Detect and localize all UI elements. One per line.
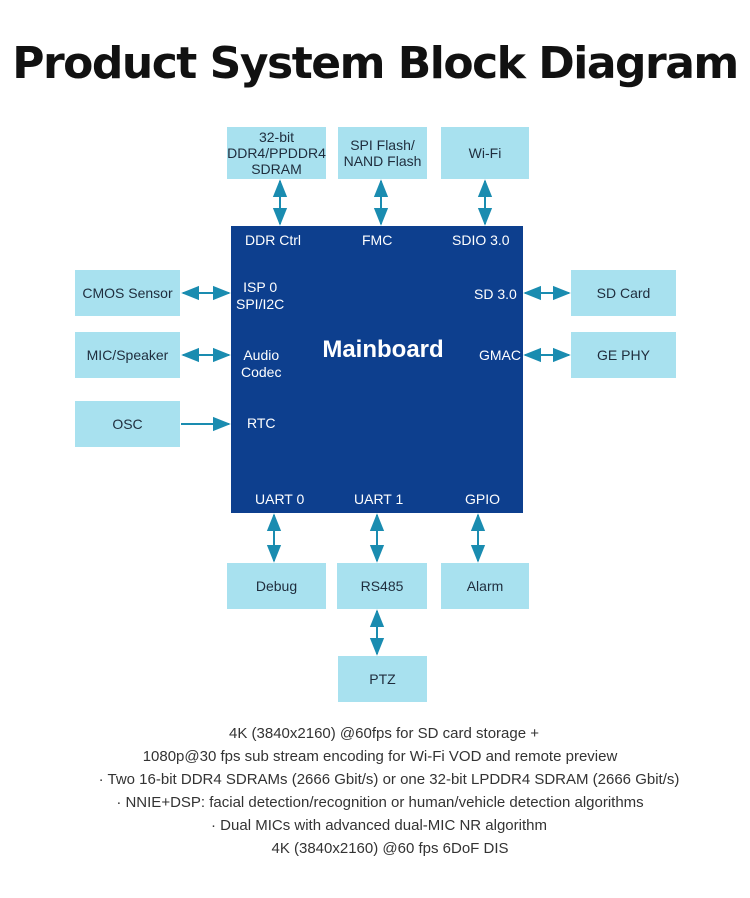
feature-line: · Two 16-bit DDR4 SDRAMs (2666 Gbit/s) o… — [98, 771, 680, 788]
port-gmac: GMAC — [479, 347, 521, 363]
port-fmc: FMC — [362, 232, 393, 248]
port-audio-codec: Audio Codec — [241, 347, 282, 380]
port-sd: SD 3.0 — [474, 286, 517, 302]
page-title: Product System Block Diagram — [12, 38, 739, 89]
ptz-block: PTZ — [338, 656, 427, 702]
sd-card-block: SD Card — [571, 270, 676, 316]
port-ddr-ctrl: DDR Ctrl — [245, 232, 301, 248]
feature-line: 4K (3840x2160) @60 fps 6DoF DIS — [271, 840, 509, 857]
debug-block: Debug — [227, 563, 326, 609]
ge-phy-block: GE PHY — [571, 332, 676, 378]
feature-list: 4K (3840x2160) @60fps for SD card storag… — [0, 722, 750, 860]
port-uart1: UART 1 — [354, 491, 404, 507]
alarm-block: Alarm — [441, 563, 529, 609]
osc-block: OSC — [75, 401, 180, 447]
port-uart0: UART 0 — [255, 491, 305, 507]
feature-line: · Dual MICs with advanced dual-MIC NR al… — [211, 817, 547, 834]
port-gpio: GPIO — [465, 491, 501, 507]
flash-block: SPI Flash/ NAND Flash — [338, 127, 427, 179]
wifi-block: Wi-Fi — [441, 127, 529, 179]
feature-line: · NNIE+DSP: facial detection/recognition… — [116, 794, 644, 811]
mainboard-block: DDR Ctrl FMC SDIO 3.0 ISP 0 SPI/I2C SD 3… — [231, 226, 523, 513]
port-rtc: RTC — [247, 415, 276, 431]
feature-line: 4K (3840x2160) @60fps for SD card storag… — [229, 725, 539, 742]
port-sdio: SDIO 3.0 — [452, 232, 510, 248]
ddr-sdram-block: 32-bit DDR4/PPDDR4 SDRAM — [227, 127, 326, 179]
cmos-sensor-block: CMOS Sensor — [75, 270, 180, 316]
port-isp-spi-i2c: ISP 0 SPI/I2C — [236, 279, 285, 312]
feature-line: 1080p@30 fps sub stream encoding for Wi-… — [142, 748, 618, 765]
mainboard-label: Mainboard — [322, 336, 444, 363]
rs485-block: RS485 — [337, 563, 427, 609]
mic-speaker-block: MIC/Speaker — [75, 332, 180, 378]
